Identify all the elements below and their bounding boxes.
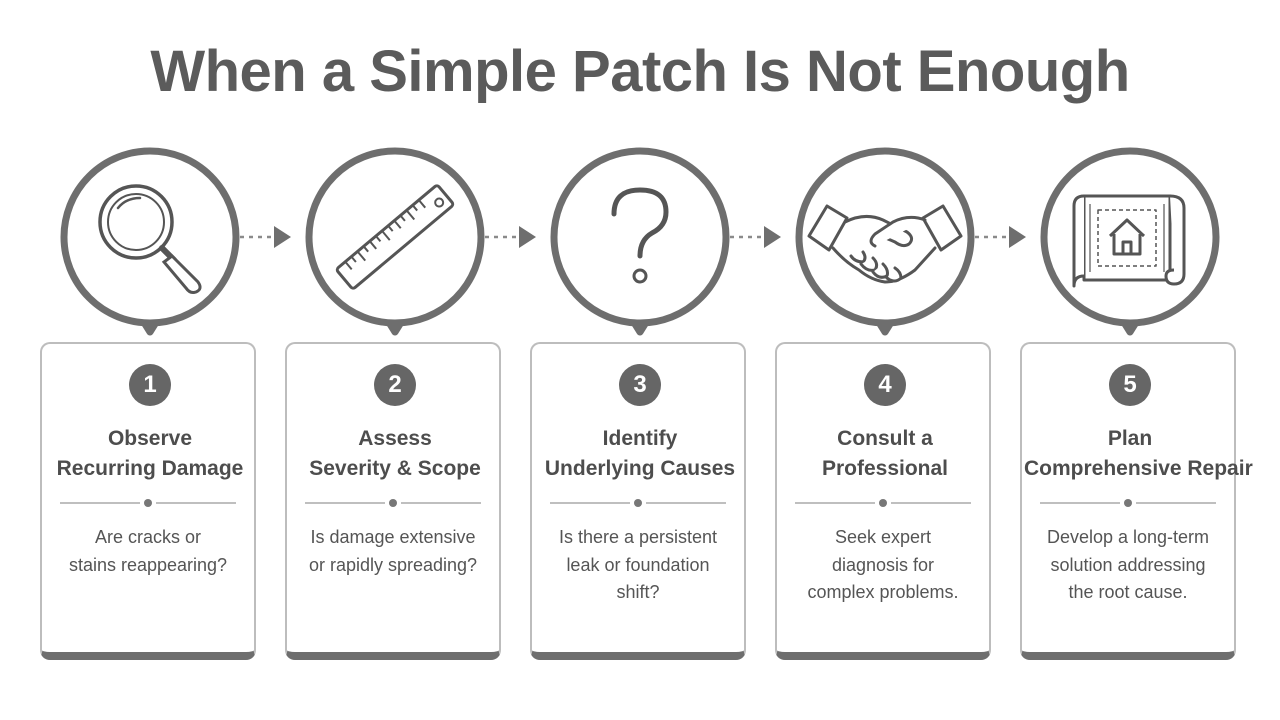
step-number-badge: 4 xyxy=(864,364,906,406)
step-number-badge: 2 xyxy=(374,364,416,406)
step-number-badge: 1 xyxy=(129,364,171,406)
house-blueprint-icon xyxy=(1072,194,1186,288)
divider xyxy=(550,499,726,507)
icon-bubble xyxy=(60,147,240,336)
divider xyxy=(1040,499,1216,507)
ruler-icon xyxy=(335,184,455,290)
magnifying-glass-icon xyxy=(98,184,202,294)
arrow-head-2 xyxy=(519,226,536,248)
divider xyxy=(305,499,481,507)
arrow-head-4 xyxy=(1009,226,1026,248)
icon-bubble xyxy=(305,147,485,336)
icon-bubble xyxy=(795,147,975,336)
divider xyxy=(60,499,236,507)
arrow-head-1 xyxy=(274,226,291,248)
page-title: When a Simple Patch Is Not Enough xyxy=(150,39,1130,104)
divider xyxy=(795,499,971,507)
handshake-icon xyxy=(807,204,963,284)
arrow-head-3 xyxy=(764,226,781,248)
question-mark-icon xyxy=(611,187,669,284)
icon-bubble xyxy=(1040,147,1220,336)
step-number-badge: 5 xyxy=(1109,364,1151,406)
icon-bubble xyxy=(550,147,730,336)
step-number-badge: 3 xyxy=(619,364,661,406)
